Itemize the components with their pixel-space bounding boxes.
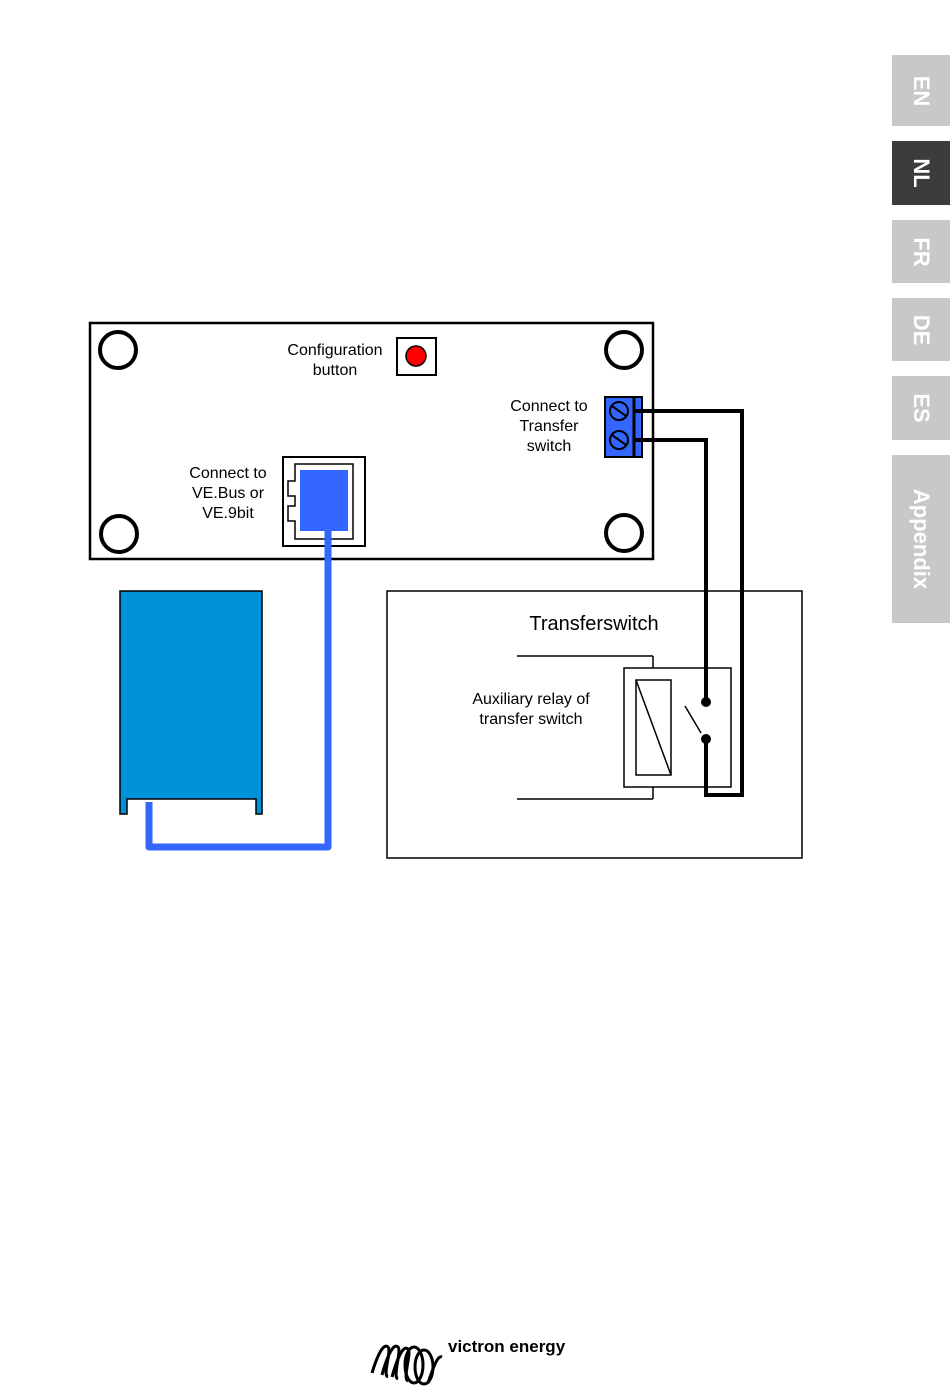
victron-spiral-icon [368, 1335, 448, 1387]
configuration-button[interactable] [406, 346, 426, 366]
mounting-hole-top-right [606, 332, 642, 368]
auxiliary-relay-label-line2: transfer switch [479, 711, 582, 728]
vebus-connector-label-line1: Connect to [189, 465, 266, 482]
vebus-plug [300, 470, 348, 531]
transfer-connector-label-line3: switch [527, 438, 571, 455]
vebus-connector-label-line2: VE.Bus or [192, 485, 265, 502]
vebus-connector-label-line3: VE.9bit [202, 505, 254, 522]
auxiliary-relay-label-line1: Auxiliary relay of [472, 691, 590, 708]
mounting-hole-bottom-left [101, 516, 137, 552]
transfer-connector-label-line1: Connect to [510, 398, 587, 415]
inverter-device [120, 591, 262, 814]
mounting-hole-bottom-right [606, 515, 642, 551]
configuration-button-label-line1: Configuration [287, 342, 382, 359]
brand-name: victron energy [448, 1337, 565, 1357]
victron-logo: victron energy [368, 1335, 588, 1387]
transfer-switch-title: Transferswitch [529, 613, 658, 635]
configuration-button-label-line2: button [313, 362, 357, 379]
mounting-hole-top-left [100, 332, 136, 368]
transfer-connector-label-line2: Transfer [520, 418, 580, 435]
